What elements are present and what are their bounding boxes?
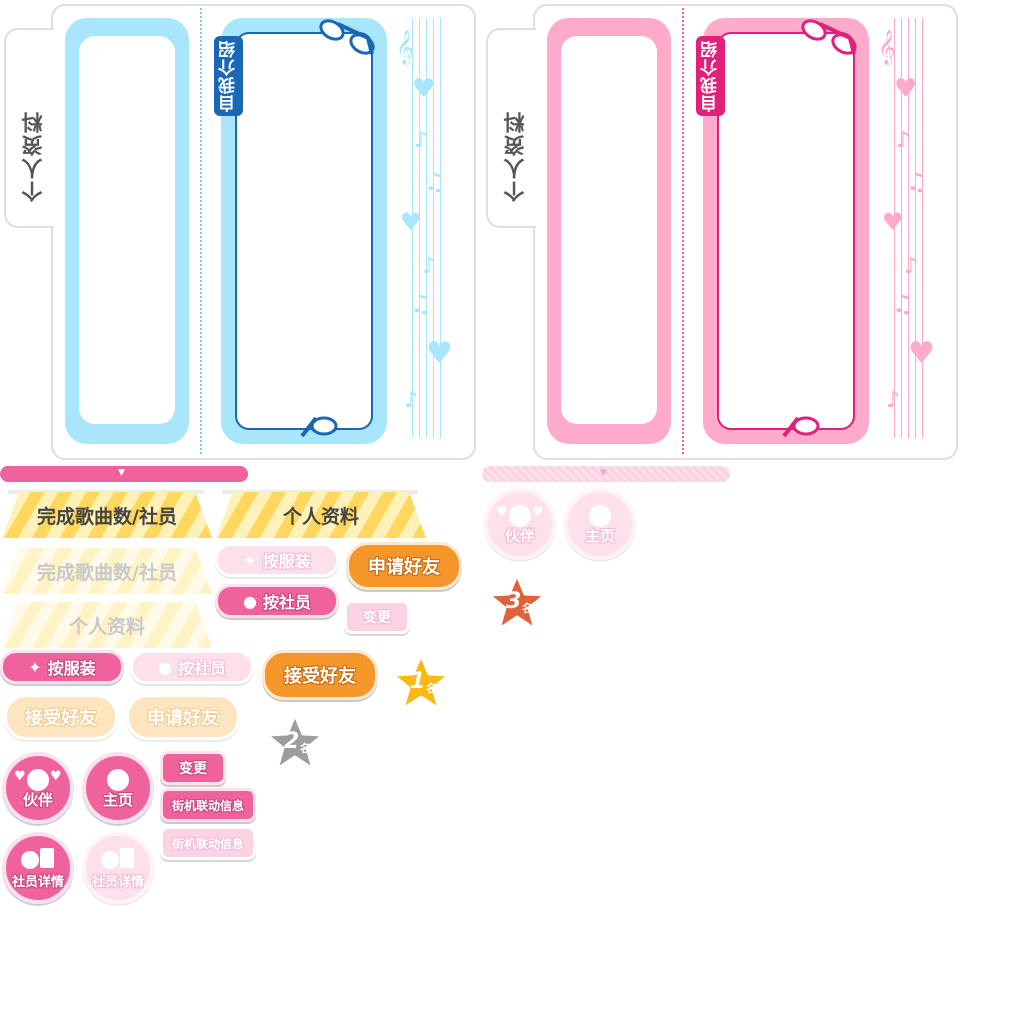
partner-hearts-icon: ♥ ♥ [496, 505, 544, 527]
tab-songs-per-member-inactive[interactable]: 完成歌曲数/社员 [2, 548, 212, 594]
dropdown-bar-active[interactable]: ▼ [0, 466, 248, 482]
rank-2-star-badge: 2 名 [264, 712, 326, 774]
note-icon: ♪ [904, 254, 919, 279]
member-list-icon [101, 848, 134, 869]
partner-button-disabled[interactable]: ♥ ♥ 伙伴 [484, 488, 556, 560]
divider-blue [200, 8, 202, 454]
note-icon: ♫ [410, 290, 432, 318]
home-button-disabled[interactable]: 主页 [564, 488, 636, 560]
svg-text:♥: ♥ [496, 505, 508, 520]
music-staff-pink: 𝄞 ♥ ♪ ♫ ♥ ♪ ♫ ♥ ♪ [878, 18, 935, 438]
note-icon: ♪ [414, 128, 429, 153]
home-button[interactable]: 主页 [82, 752, 154, 824]
heart-icon: ♥ [908, 336, 935, 371]
intro-label-blue: 自我介绍 [214, 36, 243, 116]
intro-label-pink: 自我介绍 [696, 36, 725, 116]
note-icon: ♪ [404, 388, 419, 413]
sort-by-member-button[interactable]: ● 按社员 [215, 584, 339, 618]
heart-icon: ♥ [426, 336, 453, 371]
music-note-icon [319, 19, 375, 55]
apply-friend-button[interactable]: 申请好友 [346, 542, 462, 590]
note-icon: ♪ [896, 128, 911, 153]
profile-tab-pink[interactable]: 个人资料 [486, 28, 536, 228]
avatar-frame-pink [547, 18, 671, 444]
sparkle-icon: ✦ [243, 550, 257, 570]
star-icon [487, 573, 547, 631]
dropdown-bar-inactive[interactable]: ▼ [482, 466, 730, 482]
music-note-icon [782, 416, 820, 438]
apply-friend-button-disabled[interactable]: 申请好友 [126, 694, 240, 740]
clef-icon: 𝄞 [878, 30, 896, 65]
note-icon: ♪ [886, 388, 901, 413]
partner-hearts-icon: ♥ ♥ [14, 769, 62, 791]
music-note-icon [801, 19, 857, 55]
sparkle-icon: ✦ [28, 657, 42, 677]
arcade-link-info-button-disabled[interactable]: 街机联动信息 [160, 826, 256, 860]
note-icon: ♫ [892, 290, 914, 318]
tab-songs-per-member[interactable]: 完成歌曲数/社员 [2, 492, 212, 538]
note-icon: ♪ [422, 254, 437, 279]
star-icon [391, 653, 451, 711]
member-face-icon: ● [243, 591, 257, 611]
clef-icon: 𝄞 [396, 30, 414, 65]
person-icon [589, 505, 611, 527]
accept-friend-button-disabled[interactable]: 接受好友 [4, 694, 118, 740]
profile-tab-label: 个人资料 [503, 110, 527, 202]
change-button-disabled[interactable]: 变更 [344, 600, 410, 634]
member-detail-button[interactable]: 社员详情 [2, 832, 74, 904]
heart-icon: ♥ [400, 208, 422, 236]
member-face-icon: ● [158, 657, 172, 677]
note-icon: ♫ [424, 168, 446, 196]
divider-pink [682, 8, 684, 454]
music-note-icon [300, 416, 338, 438]
partner-button[interactable]: ♥ ♥ 伙伴 [2, 752, 74, 824]
svg-text:♥: ♥ [532, 505, 544, 520]
heart-icon: ♥ [412, 74, 436, 104]
music-staff-blue: 𝄞 ♥ ♪ ♫ ♥ ♪ ♫ ♥ ♪ [396, 18, 453, 438]
member-list-icon [21, 848, 54, 869]
svg-text:♥: ♥ [14, 769, 26, 784]
change-button[interactable]: 变更 [160, 751, 226, 785]
tab-profile-inactive[interactable]: 个人资料 [2, 602, 212, 648]
dropdown-arrow-icon: ▼ [600, 468, 607, 478]
intro-frame-pink [703, 18, 869, 444]
avatar-frame-blue [65, 18, 189, 444]
rank-3-star-badge: 3 名 [486, 572, 548, 634]
dropdown-arrow-icon: ▼ [118, 468, 125, 478]
star-icon [265, 713, 325, 771]
note-icon: ♫ [906, 168, 928, 196]
person-icon [107, 769, 129, 791]
heart-icon: ♥ [894, 74, 918, 104]
arcade-link-info-button[interactable]: 街机联动信息 [160, 788, 256, 822]
accept-friend-button[interactable]: 接受好友 [262, 650, 378, 700]
tab-profile[interactable]: 个人资料 [216, 492, 426, 538]
member-detail-button-disabled[interactable]: 社员详情 [82, 832, 154, 904]
intro-frame-blue [221, 18, 387, 444]
rank-1-star-badge: 1 名 [390, 652, 452, 714]
sort-by-costume-button-disabled[interactable]: ✦ 按服装 [215, 543, 339, 577]
heart-icon: ♥ [882, 208, 904, 236]
sort-by-member-button-disabled[interactable]: ● 按社员 [130, 650, 254, 684]
sort-by-costume-button[interactable]: ✦ 按服装 [0, 650, 124, 684]
profile-tab-blue[interactable]: 个人资料 [4, 28, 54, 228]
profile-tab-label: 个人资料 [21, 110, 45, 202]
svg-text:♥: ♥ [50, 769, 62, 784]
